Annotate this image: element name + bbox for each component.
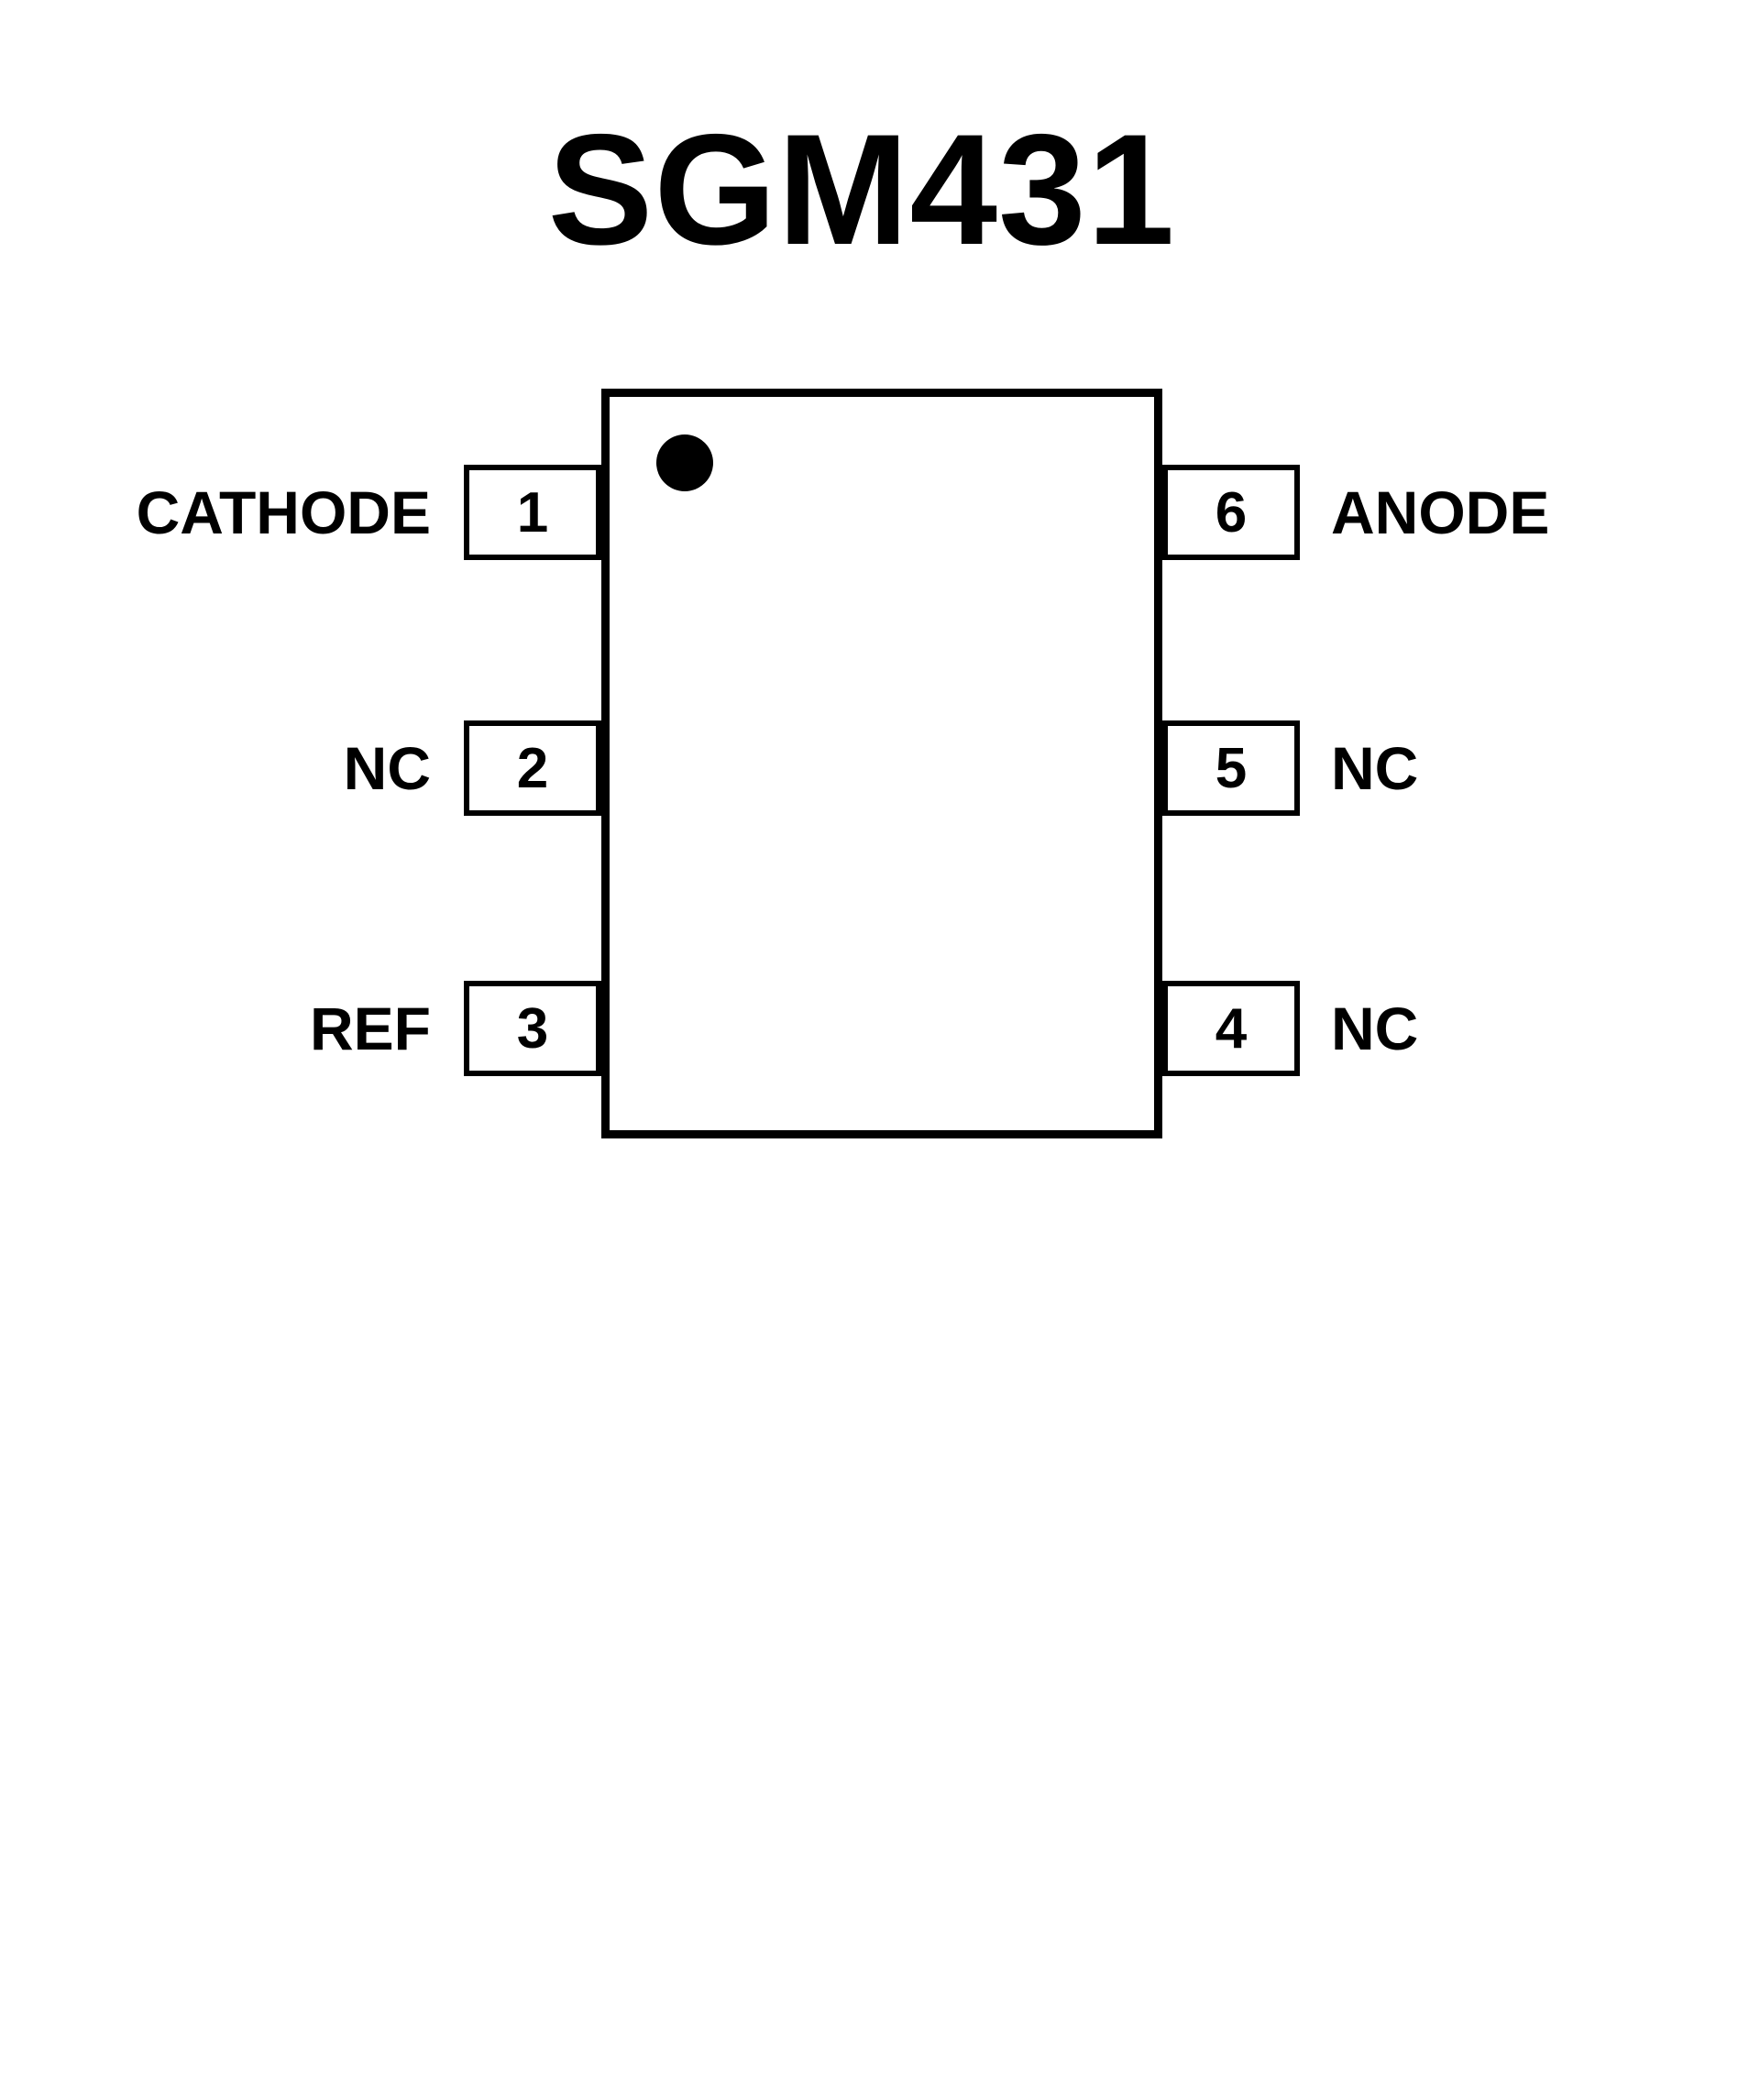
pin-number-5: 5 bbox=[1215, 736, 1248, 800]
pin-box-6: 6 bbox=[1162, 465, 1300, 560]
pin-box-1: 1 bbox=[464, 465, 601, 560]
pin-box-5: 5 bbox=[1162, 720, 1300, 816]
pin-box-3: 3 bbox=[464, 981, 601, 1076]
pin-label-nc-right-5: NC bbox=[1331, 734, 1419, 802]
pin-number-6: 6 bbox=[1215, 480, 1248, 544]
pin-label-ref: REF bbox=[310, 995, 431, 1062]
pin-label-cathode: CATHODE bbox=[136, 478, 431, 546]
pin-number-1: 1 bbox=[516, 480, 549, 544]
pin-number-2: 2 bbox=[516, 736, 549, 800]
chip-body bbox=[601, 389, 1162, 1138]
pin-box-2: 2 bbox=[464, 720, 601, 816]
pin-label-anode: ANODE bbox=[1331, 478, 1550, 546]
pin-label-nc-right-4: NC bbox=[1331, 995, 1419, 1062]
pin1-indicator-dot bbox=[656, 434, 713, 491]
pin-label-nc-left: NC bbox=[343, 734, 431, 802]
pin-number-4: 4 bbox=[1215, 996, 1248, 1061]
pin-box-4: 4 bbox=[1162, 981, 1300, 1076]
pin-number-3: 3 bbox=[516, 996, 549, 1061]
page-title: SGM431 bbox=[547, 102, 1176, 278]
